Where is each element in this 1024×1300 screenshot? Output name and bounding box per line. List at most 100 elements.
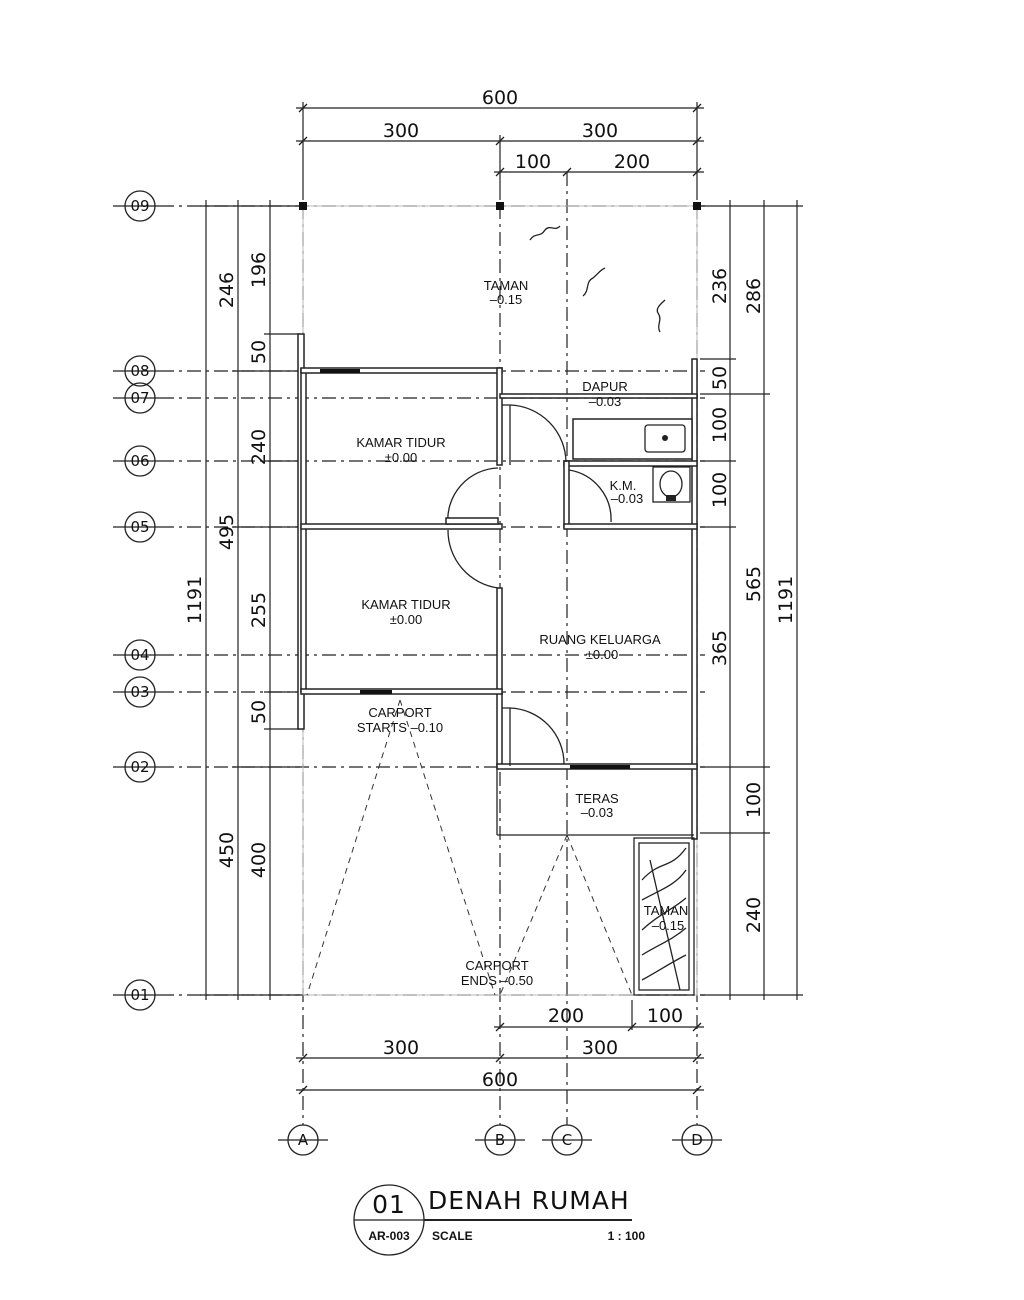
grid-bubble-09: 09 [113,190,160,222]
taman-bottom-name: TAMAN [644,903,689,918]
wall-row-05 [300,523,503,530]
dim-left-mid-3: 450 [216,832,238,868]
column-grid-bubbles: A B C D [278,1124,722,1156]
title-text: DENAH RUMAH [428,1186,630,1215]
title-number: 01 [372,1190,406,1219]
carport-ramp [306,699,633,996]
taman-top-name: TAMAN [484,278,529,293]
dim-right-mid-2: 565 [743,566,765,602]
bathroom-left-wall [563,460,570,528]
dim-right-overall: 1191 [775,576,797,624]
walls [297,333,698,840]
dim-left-mid-1: 246 [216,272,238,308]
dim-bottom-sub-left: 200 [548,1005,584,1027]
km-level: –0.03 [611,491,644,506]
dim-bottom-right: 300 [582,1037,618,1059]
right-dimensions: 236 50 100 100 365 286 565 100 240 1191 [700,200,803,1000]
bathroom-door-swing [568,469,612,523]
teras-level: –0.03 [581,805,614,820]
taman-top-level: –0.15 [490,292,523,307]
bedroom-2-door-swing [447,529,499,589]
bathroom-bottom-wall [563,523,698,530]
wall-row-03 [300,688,503,695]
wall-col-B-lower [496,691,503,768]
kamar-tidur-2-level: ±0.00 [390,612,422,627]
dim-right-inner-5: 365 [709,630,731,666]
svg-text:05: 05 [130,518,149,536]
dim-top-sub-right: 200 [614,151,650,173]
kamar-tidur-1-level: ±0.00 [385,450,417,465]
teras-name: TERAS [575,791,619,806]
toilet-icon [652,466,691,503]
svg-text:D: D [691,1131,703,1149]
scale-label: SCALE [432,1229,473,1243]
dim-left-inner-1: 196 [248,252,270,288]
dim-left-inner-6: 400 [248,842,270,878]
grid-bubble-03: 03 [113,676,160,708]
dim-left-overall: 1191 [184,576,206,624]
grid-bubble-08: 08 [113,355,160,387]
svg-text:B: B [495,1131,505,1149]
dim-bottom-left: 300 [383,1037,419,1059]
dim-right-inner-7: 240 [743,897,765,933]
grid-bubble-B: B [475,1124,525,1156]
dim-right-mid-1: 286 [743,278,765,314]
svg-text:06: 06 [130,452,149,470]
top-dimensions: 600 300 300 100 200 [296,87,704,200]
grid-bubble-06: 06 [113,445,160,477]
dim-right-inner-2: 50 [709,366,731,390]
grid-bubble-02: 02 [113,751,160,783]
scale-value: 1 : 100 [608,1229,646,1243]
dapur-name: DAPUR [582,379,628,394]
row-grid-bubbles: 09 08 07 06 05 04 03 02 01 [113,190,160,1011]
svg-text:03: 03 [130,683,149,701]
dim-right-inner-4: 100 [709,472,731,508]
svg-text:04: 04 [130,646,149,664]
svg-text:09: 09 [130,197,149,215]
dim-top-left: 300 [383,120,419,142]
svg-text:02: 02 [130,758,149,776]
taman-bottom-level: –0.15 [652,918,685,933]
grid-bubble-04: 04 [113,639,160,671]
dim-left-inner-4: 255 [248,592,270,628]
bedroom-1-door-swing [447,467,499,526]
kitchen-sink-icon [644,424,686,453]
dim-right-inner-1: 236 [709,268,731,304]
svg-text:C: C [562,1131,572,1149]
grid-bubble-07: 07 [113,382,160,414]
dim-left-mid-2: 495 [216,514,238,550]
carport-end-name: CARPORT [465,958,528,973]
svg-text:A: A [298,1131,309,1149]
km-name: K.M. [610,478,637,493]
left-dimensions: 1191 246 495 450 196 50 240 255 50 400 [184,200,300,1000]
dim-left-inner-3: 240 [248,429,270,465]
dim-top-overall: 600 [482,87,518,109]
carport-start-name: CARPORT [368,705,431,720]
bathroom-top-wall [563,460,698,467]
wall-row-07 [499,393,698,399]
garden-bottom-planter [633,837,695,996]
wall-col-B-middle [496,587,503,695]
doors [445,404,612,766]
kamar-tidur-2-name: KAMAR TIDUR [361,597,450,612]
ruang-keluarga-name: RUANG KELUARGA [539,632,661,647]
title-block: 01 AR-003 DENAH RUMAH SCALE 1 : 100 [353,1184,646,1256]
dim-left-inner-2: 50 [248,340,270,364]
svg-text:07: 07 [130,389,149,407]
title-sheet: AR-003 [368,1229,410,1243]
dim-right-inner-6: 100 [743,782,765,818]
dim-right-inner-3: 100 [709,407,731,443]
bottom-dimensions: 200 100 300 300 600 [296,1000,704,1095]
svg-text:08: 08 [130,362,149,380]
kitchen-door-swing [509,404,567,463]
dim-bottom-sub-right: 100 [647,1005,683,1027]
wall-col-B-upper [496,367,503,466]
dapur-level: –0.03 [589,394,622,409]
carport-start-level: STARTS –0.10 [357,720,443,735]
bedroom-1-door-leaf [445,517,499,525]
kamar-tidur-1-name: KAMAR TIDUR [356,435,445,450]
kitchen-door [502,404,511,465]
room-labels: TAMAN –0.15 DAPUR –0.03 KAMAR TIDUR ±0.0… [356,278,688,988]
grid-bubble-01: 01 [113,979,160,1011]
